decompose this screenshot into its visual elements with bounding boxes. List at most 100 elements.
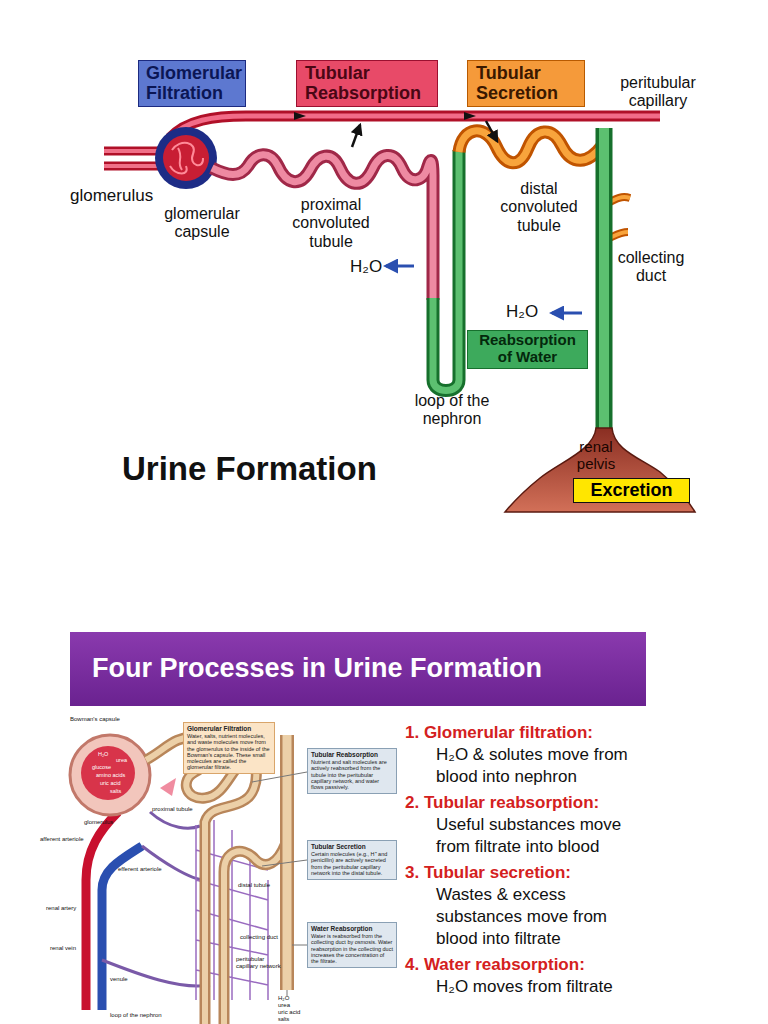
chemical-label: H₂O [98,751,108,757]
banner [70,632,646,706]
leader-line [292,945,307,946]
box-heading: Glomerular Filtration [146,63,238,103]
process-box: Glomerular Filtration [138,60,246,107]
flow-arrow [160,778,176,796]
process-box: Tubular Reabsorption [296,60,438,107]
blood-vessel [104,149,162,153]
list-text: Wastes & excess substances move from blo… [405,884,647,950]
part-label: renal vein [50,945,76,952]
box-body: Nutrient and salt molecules are actively… [311,759,393,790]
chemical-label: salts [278,1016,289,1022]
box-body: Certain molecules (e.g., H⁺ and penicill… [311,851,393,876]
chemical-label: H₂O [506,302,538,322]
chemical-label: H₂O [278,995,289,1002]
flow-arrow [486,121,497,141]
chemical-label: urea [278,1002,290,1009]
chemical-label: salts [110,788,121,794]
box-heading: Four Processes in Urine Formation [92,653,624,683]
part-label: glomerulus [84,819,113,826]
box-heading: Excretion [578,480,685,500]
leader-line [262,860,307,866]
part-label: peritubular capillary network [236,956,286,970]
collecting-duct [599,128,609,432]
chemical-label: urea [116,757,127,763]
part-label: venule [110,976,128,983]
glomerulus-coil [170,143,203,174]
list-heading: 3. Tubular secretion: [405,862,647,884]
list-heading: 2. Tubular reabsorption: [405,792,647,814]
blood-vessel [104,164,162,168]
part-label: loop of the nephron [110,1012,162,1019]
glomerular-capsule [155,127,217,189]
tubule [459,131,602,163]
box-body: Water, salts, nutrient molecules, and wa… [187,733,271,770]
box-body: Water is reabsorbed from the collecting … [311,933,393,964]
list-heading: 1. Glomerular filtration: [405,722,647,744]
tubule [212,155,433,300]
list-text: H₂O moves from filtrate [405,976,647,998]
tubule [212,155,433,300]
part-label: proximal tubule [152,806,193,813]
water-arrow [386,265,414,268]
blood-vessel [104,147,162,156]
list-heading: 4. Water reabsorption: [405,954,647,976]
list-text: Useful substances move from filtrate int… [405,814,647,858]
part-label: collecting duct [602,249,700,286]
chemical-label: glucose [92,764,111,770]
glomerulus [163,135,209,181]
callout-box: Tubular SecretionCertain molecules (e.g.… [307,840,397,880]
box-heading: Water Reabsorption [311,925,393,932]
box-heading: Tubular Secretion [311,843,393,850]
box-heading: Tubular Secretion [476,63,576,103]
process-box: Reabsorption of Water [467,330,588,369]
process-box: Excretion [573,478,690,503]
part-label: peritubular capillary [596,74,720,111]
chemical-label: H₂O [350,257,382,277]
bowmans-capsule [70,735,150,815]
box-heading: Glomerular Filtration [187,725,271,732]
capillary [170,116,660,138]
chemical-label: uric acid [278,1009,300,1016]
chemical-label: amino acids [96,772,125,778]
capillary [170,116,660,138]
process-box: Tubular Secretion [467,60,585,107]
chemical-label: uric acid [100,780,120,786]
callout-box: Water ReabsorptionWater is reabsorbed fr… [307,922,397,968]
callout-box: Tubular ReabsorptionNutrient and salt mo… [307,748,397,794]
tubule [224,845,285,1024]
collecting-duct [596,128,613,432]
process-list: 1. Glomerular filtration:H₂O & solutes m… [405,722,647,1002]
flow-arrow [294,112,306,120]
blood-vessel [104,162,162,171]
part-label: distal tubule [238,882,270,889]
list-text: H₂O & solutes move from blood into nephr… [405,744,647,788]
part-label: loop of the nephron [390,392,514,429]
part-label: proximal convoluted tubule [274,196,388,251]
part-label: glomerulus [70,186,180,206]
part-label: collecting duct [240,934,278,941]
water-arrow [552,312,582,315]
box-heading: Tubular Reabsorption [305,63,429,103]
diagram-title: Urine Formation [122,450,377,488]
title-band: Four Processes in Urine Formation [70,632,646,706]
box-heading: Tubular Reabsorption [311,751,393,758]
flow-arrow [352,125,360,147]
capillary-network [102,812,210,986]
callout-box: Glomerular FiltrationWater, salts, nutri… [183,722,275,774]
box-heading: Reabsorption of Water [472,332,583,366]
flow-arrow [464,112,476,120]
part-label: afferent arteriole [40,836,84,843]
part-label: efferent arteriole [118,866,162,873]
tubule [459,131,602,163]
part-label: renal artery [46,905,76,912]
part-label: distal convoluted tubule [482,180,596,235]
part-label: Bowman's capsule [70,716,120,723]
tubule [146,738,256,1024]
tubule [146,738,256,1024]
renal-pelvis [505,428,695,512]
glomerulus [81,746,135,800]
tubule [433,150,459,391]
tubule [433,150,459,391]
tubule [224,845,285,1024]
